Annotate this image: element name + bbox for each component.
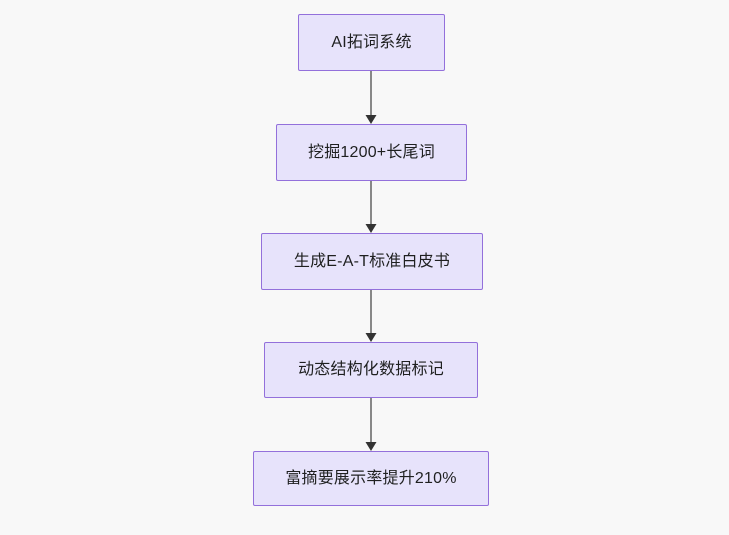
- edge-n3-n4: [361, 290, 381, 342]
- edge-n4-n5: [361, 398, 381, 451]
- flow-node-dynamic-structured-data-markup[interactable]: 动态结构化数据标记: [264, 342, 478, 398]
- edge-n2-n3: [361, 181, 381, 233]
- flow-node-mine-longtail-keywords[interactable]: 挖掘1200+长尾词: [276, 124, 467, 181]
- flow-node-ai-keyword-system[interactable]: AI拓词系统: [298, 14, 445, 71]
- flow-node-label: 动态结构化数据标记: [298, 361, 444, 379]
- flow-node-rich-snippet-impression-uplift[interactable]: 富摘要展示率提升210%: [253, 451, 489, 506]
- flow-node-label: 生成E-A-T标准白皮书: [293, 252, 451, 270]
- flow-node-label: 富摘要展示率提升210%: [285, 469, 457, 487]
- flow-node-label: 挖掘1200+长尾词: [308, 143, 435, 161]
- flow-node-generate-eat-whitepaper[interactable]: 生成E-A-T标准白皮书: [261, 233, 483, 290]
- flow-node-label: AI拓词系统: [331, 33, 412, 51]
- edge-n1-n2: [361, 71, 381, 124]
